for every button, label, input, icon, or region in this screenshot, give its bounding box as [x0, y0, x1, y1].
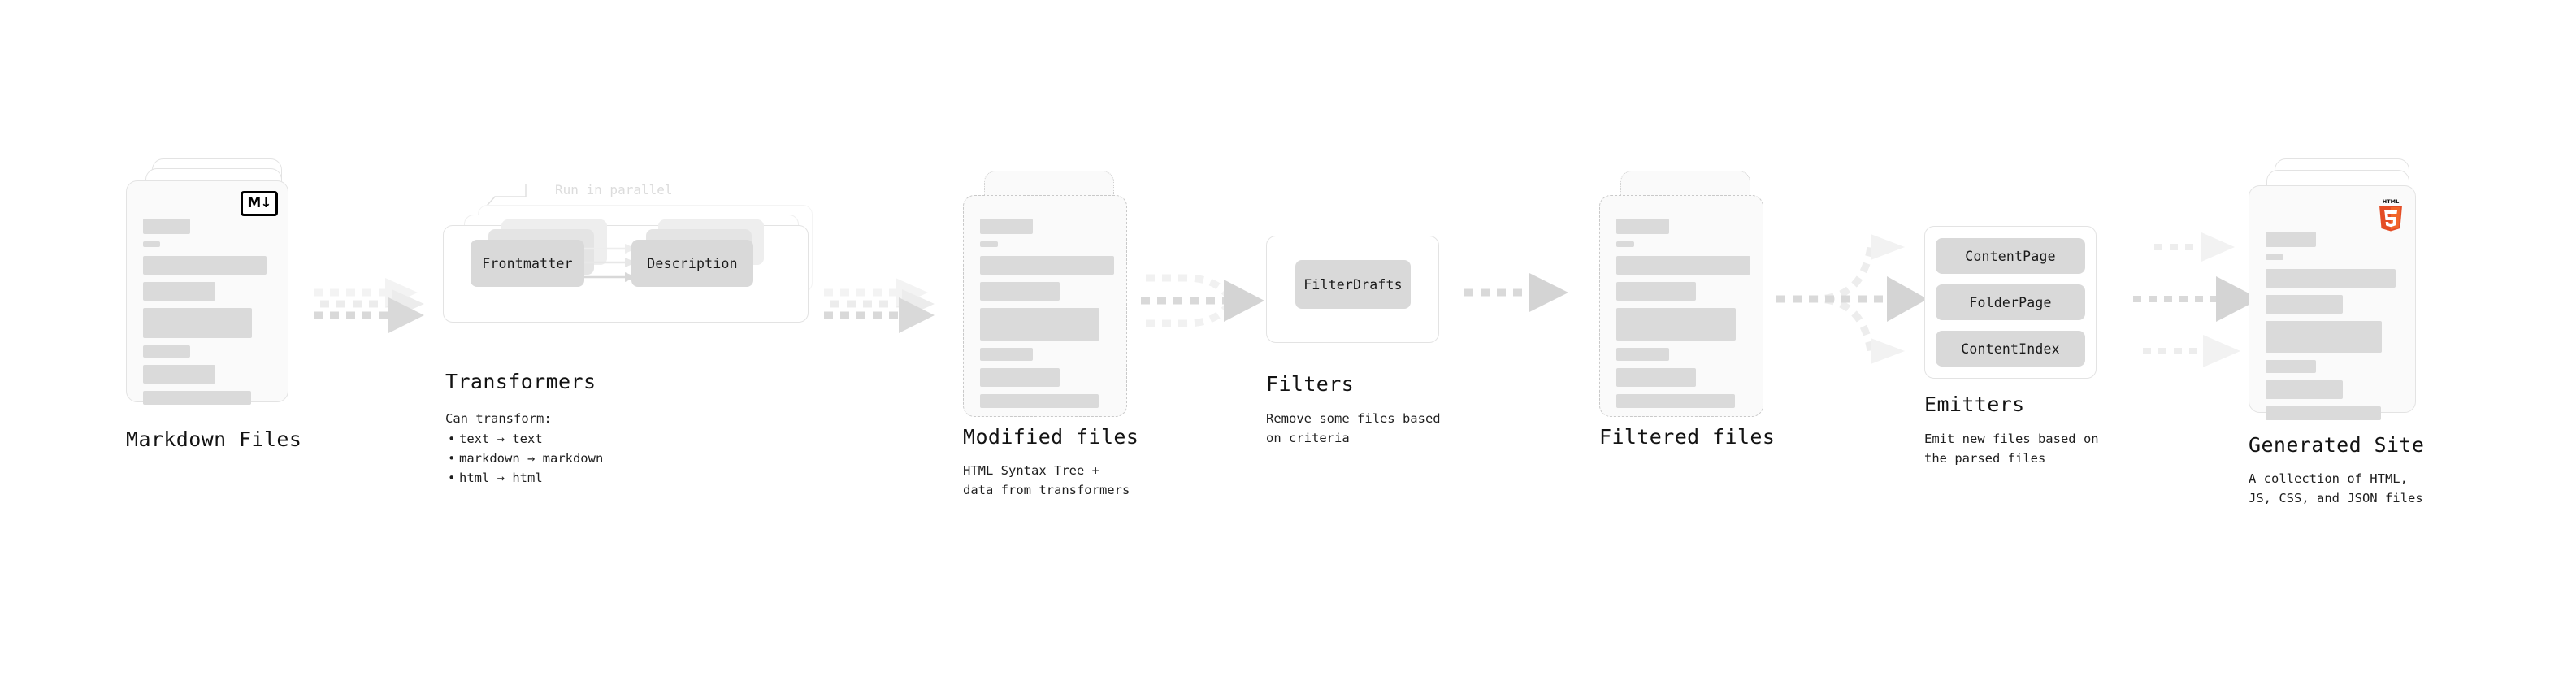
stage-title-emitters: Emitters — [1924, 393, 2025, 416]
stage-modified-files — [963, 171, 1150, 439]
content-bar — [2266, 232, 2316, 247]
stage-markdown-files: M↓ — [126, 158, 313, 427]
generated-site-file-stack: CSS HTML — [2249, 158, 2452, 435]
modified-file-front — [963, 195, 1127, 417]
transformer-internal-arrows — [583, 244, 636, 282]
content-bar — [2266, 254, 2283, 260]
content-bar — [1616, 282, 1696, 301]
stage-subtitle-generated-site: A collection of HTML, JS, CSS, and JSON … — [2249, 471, 2423, 506]
filtered-file-content — [1616, 219, 1750, 415]
stage-filters: FilterDrafts — [1266, 236, 1445, 349]
content-bar — [1616, 348, 1669, 361]
arrow-transformers-to-modified — [824, 278, 935, 333]
stage-title-filtered-files: Filtered files — [1599, 425, 1776, 449]
content-bar — [1616, 308, 1736, 340]
stage-title-generated-site: Generated Site — [2249, 433, 2425, 457]
transformers-capabilities-lead: Can transform: — [445, 411, 552, 426]
markdown-file-front: M↓ — [126, 180, 288, 405]
run-in-parallel-label: Run in parallel — [555, 182, 673, 197]
content-bar — [980, 282, 1060, 301]
stage-title-markdown-files: Markdown Files — [126, 427, 302, 451]
filter-chip-filterdrafts[interactable]: FilterDrafts — [1295, 260, 1411, 309]
content-bar — [143, 219, 190, 234]
list-item: markdown → markdown — [448, 449, 603, 468]
content-bar — [2266, 269, 2396, 288]
arrow-filters-to-filtered — [1464, 273, 1568, 312]
content-bar — [2266, 406, 2381, 420]
content-bar — [980, 219, 1033, 234]
transformers-capabilities: Can transform: text → text markdown → ma… — [445, 409, 603, 488]
content-bar — [980, 308, 1099, 340]
filtered-file-front — [1599, 195, 1763, 417]
content-bar — [980, 368, 1060, 387]
stage-title-filters: Filters — [1266, 372, 1355, 396]
content-bar — [980, 256, 1114, 275]
emitter-chip-contentindex[interactable]: ContentIndex — [1936, 331, 2085, 367]
generated-file-content — [2266, 232, 2399, 427]
content-bar — [1616, 368, 1696, 387]
list-item: text → text — [448, 429, 603, 449]
content-bar — [1616, 219, 1669, 234]
content-bar — [980, 241, 998, 247]
markdown-file-stack: M↓ — [126, 158, 313, 427]
content-bar — [143, 241, 160, 247]
stage-title-transformers: Transformers — [445, 370, 596, 393]
content-bar — [143, 345, 190, 358]
content-bar — [143, 391, 251, 405]
markdown-icon: M↓ — [241, 191, 278, 216]
markdown-file-content — [143, 219, 271, 412]
content-bar — [143, 365, 215, 384]
transformer-chip-frontmatter[interactable]: Frontmatter — [471, 240, 584, 287]
content-bar — [2266, 321, 2382, 353]
content-bar — [1616, 241, 1634, 247]
content-bar — [980, 348, 1033, 361]
emitter-chip-contentpage[interactable]: ContentPage — [1936, 238, 2085, 274]
stage-emitters: ContentPage FolderPage ContentIndex — [1924, 226, 2111, 380]
stage-title-modified-files: Modified files — [963, 425, 1139, 449]
content-bar — [2266, 360, 2316, 373]
arrow-modified-to-filters — [1141, 274, 1264, 327]
stage-subtitle-modified-files: HTML Syntax Tree + data from transformer… — [963, 463, 1130, 498]
content-bar — [2266, 295, 2343, 314]
transformer-chip-description[interactable]: Description — [631, 240, 753, 287]
transformers-capability-list: text → text markdown → markdown html → h… — [445, 429, 603, 488]
stage-transformers: Run in parallel Frontmatter Description — [443, 182, 825, 358]
stage-generated-site: CSS HTML — [2249, 158, 2452, 435]
svg-text:HTML: HTML — [2383, 198, 2399, 205]
content-bar — [143, 256, 267, 275]
html5-icon: HTML — [2376, 197, 2405, 232]
arrow-emitters-to-site — [2133, 232, 2260, 367]
content-bar — [1616, 256, 1750, 275]
content-bar — [2266, 380, 2343, 399]
content-bar — [1616, 394, 1735, 408]
content-bar — [143, 282, 215, 301]
stage-subtitle-emitters: Emit new files based on the parsed files — [1924, 432, 2099, 466]
content-bar — [143, 308, 252, 338]
arrow-markdown-to-transformers — [314, 278, 424, 333]
content-bar — [980, 394, 1099, 408]
emitter-chip-folderpage[interactable]: FolderPage — [1936, 284, 2085, 320]
stage-subtitle-filters: Remove some files based on criteria — [1266, 411, 1441, 446]
arrow-filtered-to-emitters — [1776, 234, 1928, 364]
stage-filtered-files — [1599, 171, 1786, 439]
list-item: html → html — [448, 468, 603, 488]
modified-file-content — [980, 219, 1114, 415]
generated-file-html: HTML — [2249, 185, 2416, 420]
